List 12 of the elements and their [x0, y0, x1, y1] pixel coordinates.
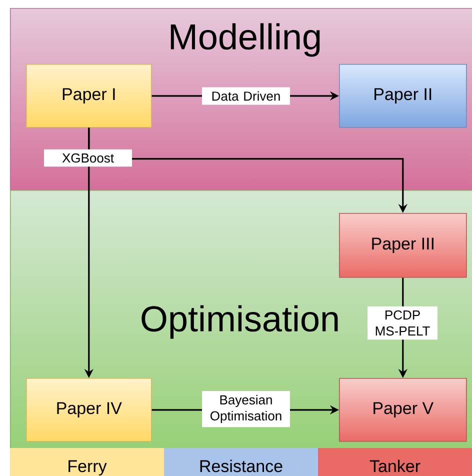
edge-label: XGBoost [44, 149, 132, 167]
legend-item: Ferry [10, 448, 164, 476]
paper-box: Paper II [339, 64, 467, 128]
edge-label: Data Driven [202, 87, 290, 105]
paper-box: Paper I [26, 64, 152, 128]
edge-label: PCDP MS-PELT [368, 306, 438, 340]
legend-item: Resistance [164, 448, 318, 476]
edge-label: Bayesian Optimisation [202, 390, 290, 428]
legend-item: Tanker [318, 448, 472, 476]
paper-box: Paper III [339, 213, 467, 278]
paper-box: Paper IV [26, 378, 152, 442]
paper-box: Paper V [339, 378, 467, 442]
